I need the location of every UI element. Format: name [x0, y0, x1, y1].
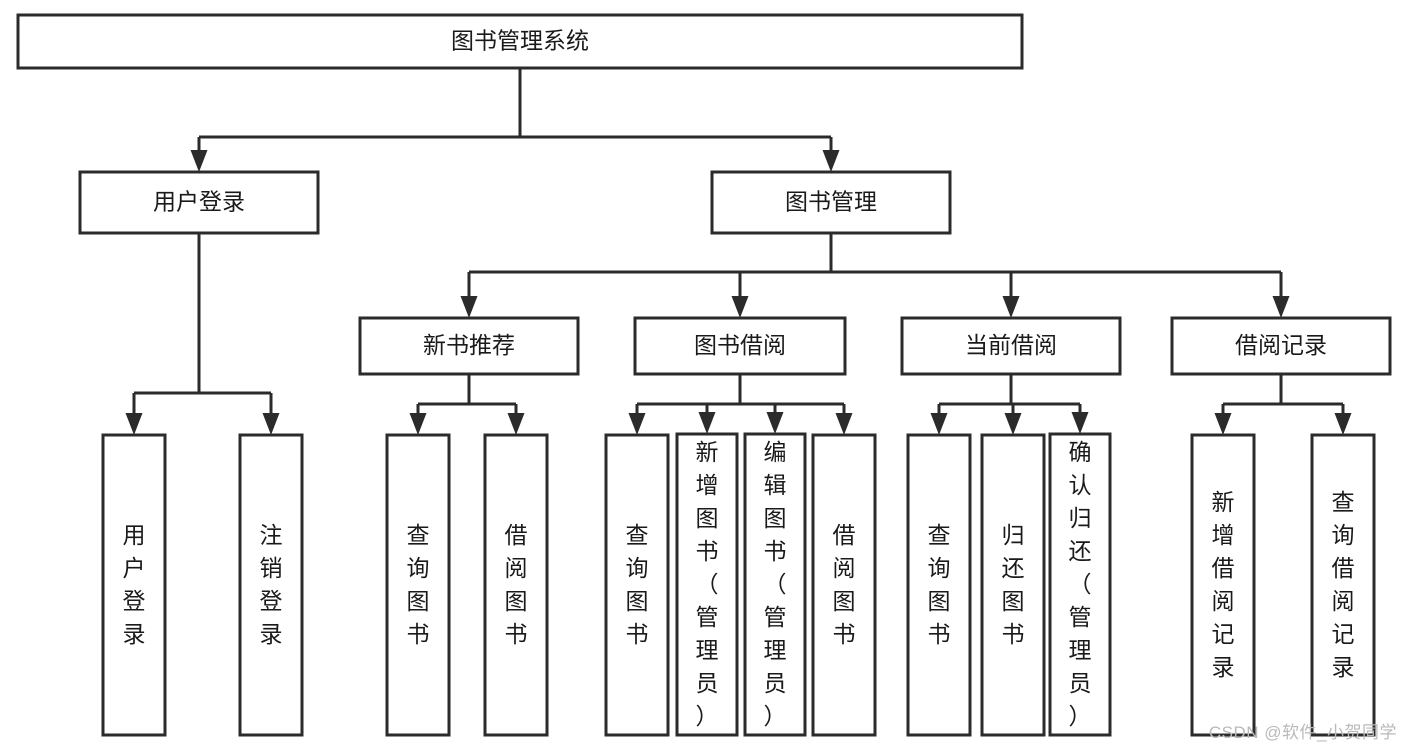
node-label-current-borrow: 当前借阅 [965, 332, 1057, 358]
node-new-book-recommend[interactable]: 新书推荐 [358, 316, 580, 376]
connector-layer [125, 68, 1352, 435]
node-box-user-login[interactable] [78, 170, 320, 235]
node-label-leaf-user-logout: 注销登录 [260, 522, 283, 647]
node-current-borrow[interactable]: 当前借阅 [900, 316, 1122, 376]
node-label-leaf-confirm-return-admin: 确认归还（管理员） [1069, 439, 1092, 729]
node-box-new-book-recommend[interactable] [358, 316, 580, 376]
node-box-book-borrow[interactable] [633, 316, 847, 376]
node-leaf-confirm-return-admin[interactable]: 确认归还（管理员） [1048, 432, 1112, 737]
node-leaf-query-book-current[interactable]: 查询图书 [906, 433, 972, 737]
node-label-book-manage: 图书管理 [785, 189, 877, 215]
node-label-leaf-query-book-borrow: 查询图书 [626, 522, 649, 647]
connector-group-current-borrow [930, 374, 1089, 435]
node-box-leaf-query-book-rec[interactable] [385, 433, 451, 737]
node-book-manage[interactable]: 图书管理 [710, 170, 952, 235]
node-box-leaf-add-book-admin[interactable] [675, 432, 739, 737]
node-leaf-user-logout[interactable]: 注销登录 [238, 433, 304, 737]
node-book-borrow[interactable]: 图书借阅 [633, 316, 847, 376]
node-label-leaf-borrow-book-rec: 借阅图书 [505, 522, 528, 647]
node-label-leaf-query-book-rec: 查询图书 [407, 522, 430, 647]
node-label-leaf-query-book-current: 查询图书 [928, 522, 951, 647]
node-box-leaf-query-book-current[interactable] [906, 433, 972, 737]
node-box-leaf-confirm-return-admin[interactable] [1048, 432, 1112, 737]
node-box-book-manage[interactable] [710, 170, 952, 235]
node-label-new-book-recommend: 新书推荐 [423, 332, 515, 358]
node-box-leaf-borrow-book-rec[interactable] [483, 433, 549, 737]
node-label-leaf-edit-book-admin: 编辑图书（管理员） [764, 439, 787, 729]
connector-group-book-manage [460, 233, 1290, 318]
node-box-leaf-return-book[interactable] [980, 433, 1046, 737]
node-leaf-borrow-book[interactable]: 借阅图书 [811, 433, 877, 737]
node-box-leaf-user-login[interactable] [101, 433, 167, 737]
node-box-leaf-query-book-borrow[interactable] [604, 433, 670, 737]
node-label-borrow-record: 借阅记录 [1235, 332, 1327, 358]
node-label-leaf-add-book-admin: 新增图书（管理员） [696, 439, 719, 729]
connector-group-root [190, 68, 840, 172]
node-box-leaf-query-borrow-record[interactable] [1310, 433, 1376, 737]
node-layer: 图书管理系统用户登录图书管理新书推荐图书借阅当前借阅借阅记录用户登录注销登录查询… [16, 13, 1392, 737]
node-leaf-user-login[interactable]: 用户登录 [101, 433, 167, 737]
node-leaf-add-borrow-record[interactable]: 新增借阅记录 [1190, 433, 1256, 737]
node-borrow-record[interactable]: 借阅记录 [1170, 316, 1392, 376]
node-leaf-return-book[interactable]: 归还图书 [980, 433, 1046, 737]
connector-group-new-book-recommend [409, 374, 525, 435]
node-box-leaf-borrow-book[interactable] [811, 433, 877, 737]
node-leaf-add-book-admin[interactable]: 新增图书（管理员） [675, 432, 739, 737]
node-label-root: 图书管理系统 [451, 28, 589, 54]
node-box-current-borrow[interactable] [900, 316, 1122, 376]
node-label-user-login: 用户登录 [153, 189, 245, 215]
node-box-leaf-user-logout[interactable] [238, 433, 304, 737]
node-label-leaf-add-borrow-record: 新增借阅记录 [1212, 489, 1235, 680]
node-label-book-borrow: 图书借阅 [694, 332, 786, 358]
node-box-borrow-record[interactable] [1170, 316, 1392, 376]
node-leaf-query-book-rec[interactable]: 查询图书 [385, 433, 451, 737]
node-label-leaf-borrow-book: 借阅图书 [833, 522, 856, 647]
node-leaf-edit-book-admin[interactable]: 编辑图书（管理员） [743, 432, 807, 737]
connector-group-borrow-record [1214, 374, 1352, 435]
connector-group-book-borrow [628, 374, 853, 435]
node-user-login[interactable]: 用户登录 [78, 170, 320, 235]
node-leaf-query-book-borrow[interactable]: 查询图书 [604, 433, 670, 737]
node-box-leaf-add-borrow-record[interactable] [1190, 433, 1256, 737]
node-root[interactable]: 图书管理系统 [16, 13, 1024, 70]
node-leaf-query-borrow-record[interactable]: 查询借阅记录 [1310, 433, 1376, 737]
node-label-leaf-query-borrow-record: 查询借阅记录 [1332, 489, 1355, 680]
node-label-leaf-return-book: 归还图书 [1002, 522, 1025, 647]
node-box-leaf-edit-book-admin[interactable] [743, 432, 807, 737]
connector-group-user-login [125, 233, 280, 435]
node-label-leaf-user-login: 用户登录 [123, 522, 146, 647]
node-box-root[interactable] [16, 13, 1024, 70]
node-leaf-borrow-book-rec[interactable]: 借阅图书 [483, 433, 549, 737]
